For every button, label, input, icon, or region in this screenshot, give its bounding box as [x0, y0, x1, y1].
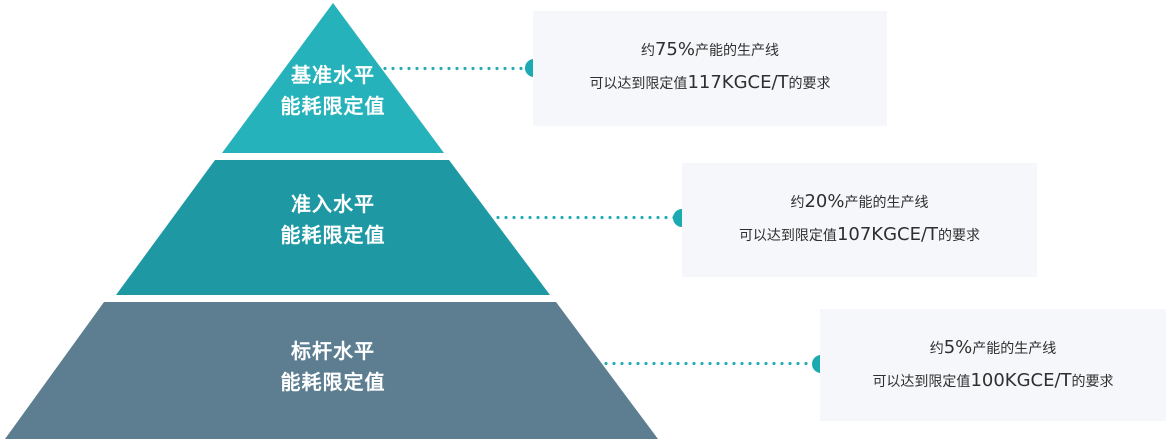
tier-top-label: 基准水平 能耗限定值 — [183, 60, 483, 122]
callout-middle-line1: 约20%产能的生产线 — [790, 191, 929, 212]
tier-middle-label-line1: 准入水平 — [291, 192, 375, 216]
connector-dotted-line-middle — [494, 215, 679, 220]
tier-bottom-label-line2: 能耗限定值 — [280, 370, 386, 394]
callout-box-top: 约75%产能的生产线 可以达到限定值117KGCE/T的要求 — [533, 11, 887, 126]
connector-dotted-line-top — [381, 66, 529, 71]
callout-bottom-line2: 可以达到限定值100KGCE/T的要求 — [872, 370, 1114, 391]
callout-top-line1: 约75%产能的生产线 — [640, 39, 779, 60]
tier-bottom-label-line1: 标杆水平 — [291, 339, 375, 363]
tier-middle-label-line2: 能耗限定值 — [280, 223, 386, 247]
tier-middle-label: 准入水平 能耗限定值 — [183, 189, 483, 251]
callout-top-line2: 可以达到限定值117KGCE/T的要求 — [589, 72, 831, 93]
tier-top-label-line2: 能耗限定值 — [280, 94, 386, 118]
tier-top-label-line1: 基准水平 — [291, 63, 375, 87]
callout-box-middle: 约20%产能的生产线 可以达到限定值107KGCE/T的要求 — [682, 163, 1037, 277]
callout-box-bottom: 约5%产能的生产线 可以达到限定值100KGCE/T的要求 — [820, 309, 1166, 421]
callout-middle-line2: 可以达到限定值107KGCE/T的要求 — [738, 224, 981, 245]
tier-bottom-label: 标杆水平 能耗限定值 — [183, 336, 483, 398]
connector-dotted-line-bottom — [602, 361, 817, 366]
callout-bottom-line1: 约5%产能的生产线 — [929, 337, 1057, 358]
